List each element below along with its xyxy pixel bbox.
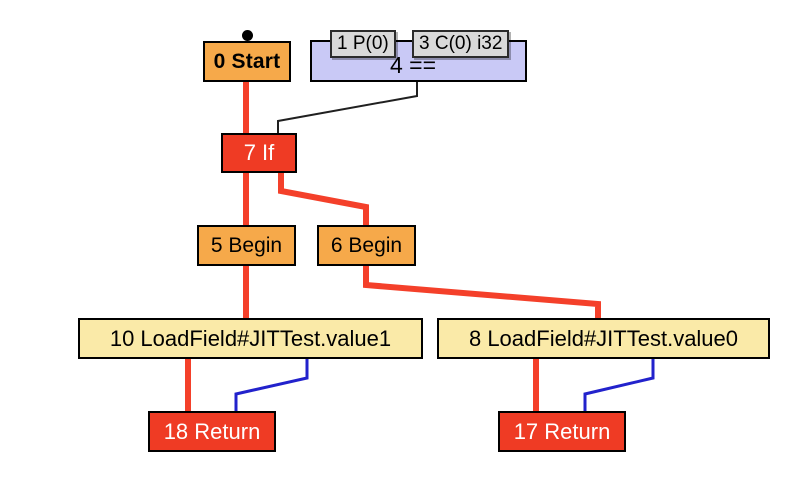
input-port-port1[interactable]: 1 P(0) (330, 30, 396, 58)
node-label-begin5: 5 Begin (210, 234, 283, 257)
edge-load10-data-return18 (234, 359, 309, 411)
graph-node-return18[interactable]: 18 Return (148, 411, 276, 452)
node-label-return18: 18 Return (163, 418, 261, 444)
graph-node-load10[interactable]: 10 LoadField#JITTest.value1 (78, 318, 423, 359)
node-label-start: 0 Start (213, 50, 281, 73)
edge-if-to-begin6 (278, 173, 369, 225)
input-port-port3[interactable]: 3 C(0) i32 (412, 30, 510, 58)
node-label-load10: 10 LoadField#JITTest.value1 (109, 325, 392, 351)
graph-node-return17[interactable]: 17 Return (498, 411, 626, 452)
graph-node-start[interactable]: 0 Start (203, 41, 291, 82)
node-label-return17: 17 Return (513, 418, 611, 444)
edge-compare-to-if (277, 82, 418, 133)
node-label-if: 7 If (243, 140, 275, 165)
start-anchor-dot-icon (242, 30, 253, 41)
graph-node-if[interactable]: 7 If (221, 133, 297, 173)
edge-load8-data-return17 (583, 359, 655, 411)
node-label-begin6: 6 Begin (330, 234, 403, 257)
graph-node-load8[interactable]: 8 LoadField#JITTest.value0 (437, 318, 770, 359)
node-label-load8: 8 LoadField#JITTest.value0 (468, 325, 739, 351)
node-label-compare: 4 == (390, 52, 437, 78)
graph-node-begin5[interactable]: 5 Begin (197, 225, 296, 266)
edge-begin6-to-load8 (363, 266, 601, 318)
graph-node-begin6[interactable]: 6 Begin (317, 225, 416, 266)
